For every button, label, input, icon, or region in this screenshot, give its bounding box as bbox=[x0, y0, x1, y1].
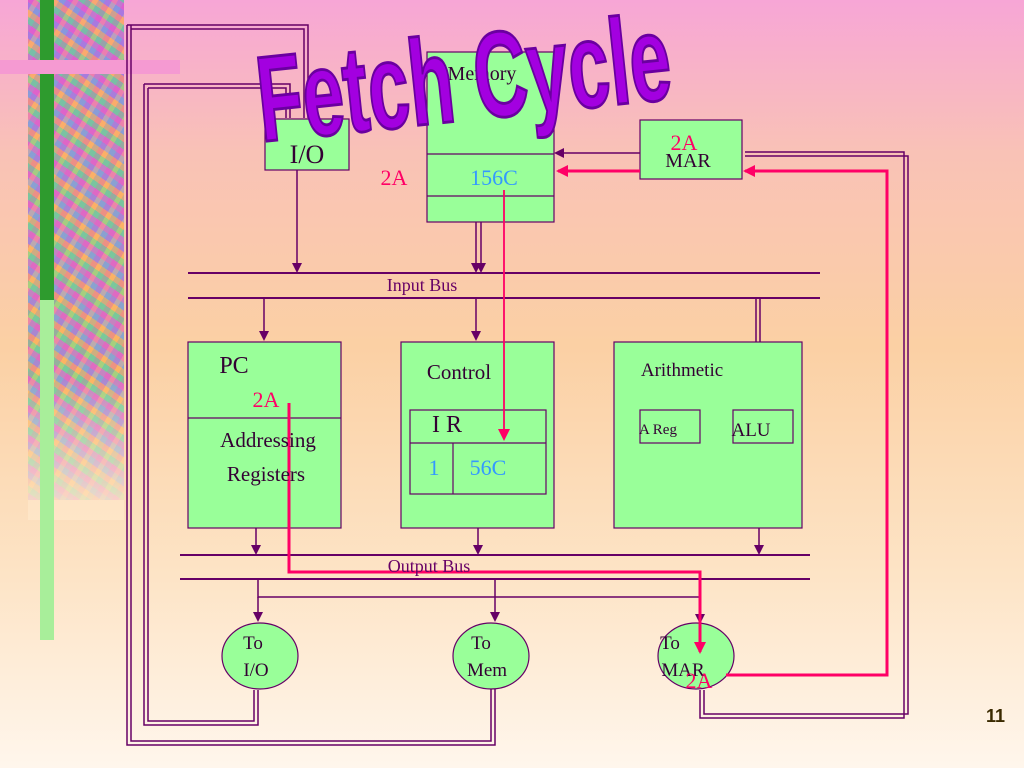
to-mem-line1: To bbox=[471, 633, 491, 654]
to-io-line2: I/O bbox=[243, 660, 268, 681]
to-mem-circle bbox=[452, 622, 530, 690]
memory-box bbox=[426, 51, 555, 223]
to-io-line1: To bbox=[243, 633, 263, 654]
decorative-pink-bar bbox=[0, 60, 180, 74]
pc-value: 2A bbox=[253, 387, 280, 412]
to-mar-value: 2A bbox=[686, 668, 713, 693]
areg-label: A Reg bbox=[639, 422, 677, 438]
output-bus bbox=[180, 554, 810, 580]
control-label: Control bbox=[427, 360, 491, 384]
fetch-path-highlight bbox=[287, 165, 889, 677]
to-mar-line1: To bbox=[660, 633, 680, 654]
to-mar-circle bbox=[657, 622, 735, 690]
decorative-light-green-bar bbox=[40, 300, 54, 640]
ir-label: I R bbox=[432, 412, 462, 438]
input-bus-label: Input Bus bbox=[387, 275, 458, 295]
control-box bbox=[400, 341, 555, 529]
mar-label: MAR bbox=[665, 150, 711, 172]
registers-label: Registers bbox=[227, 462, 305, 486]
io-label: I/O bbox=[290, 140, 325, 169]
addressing-label: Addressing bbox=[220, 428, 316, 452]
to-mem-line2: Mem bbox=[467, 660, 507, 681]
ir-operand: 56C bbox=[470, 455, 507, 480]
memory-label: Memory bbox=[448, 63, 517, 85]
to-mar-line2: MAR bbox=[661, 660, 705, 681]
page-number: 11 bbox=[986, 706, 1006, 726]
alu-label: ALU bbox=[731, 420, 770, 441]
return-loop-lines bbox=[126, 24, 909, 746]
arithmetic-box bbox=[613, 341, 803, 529]
mar-value: 2A bbox=[671, 130, 698, 155]
io-box bbox=[264, 118, 350, 171]
pc-box bbox=[187, 341, 342, 529]
pc-label: PC bbox=[219, 353, 248, 379]
output-bus-label: Output Bus bbox=[388, 556, 471, 576]
slide-title: Fetch Cycle bbox=[250, 0, 677, 168]
ir-opcode: 1 bbox=[429, 455, 440, 480]
arithmetic-label: Arithmetic bbox=[641, 360, 723, 381]
memory-address: 2A bbox=[381, 165, 408, 190]
mar-box bbox=[639, 119, 743, 180]
to-io-circle bbox=[221, 622, 299, 690]
memory-contents: 156C bbox=[470, 165, 518, 190]
